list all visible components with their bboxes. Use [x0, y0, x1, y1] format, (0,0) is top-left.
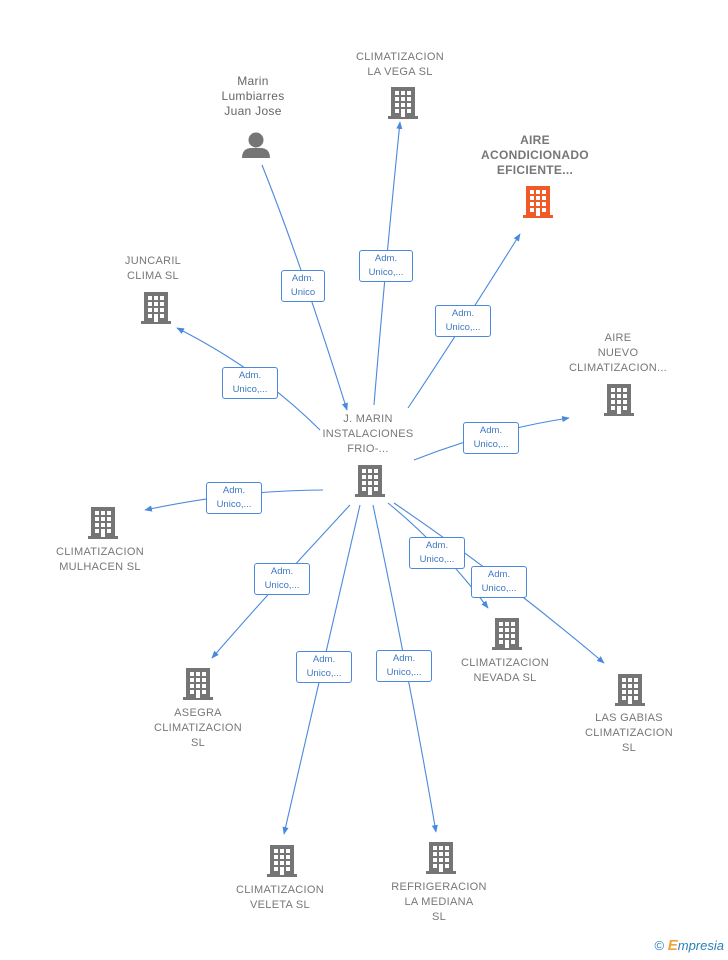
node-aire-nuevo-label[interactable]: AIRE NUEVO CLIMATIZACION...: [568, 332, 668, 374]
brand-logo-initial: E: [667, 937, 678, 954]
node-vega-label[interactable]: CLIMATIZACION LA VEGA SL: [355, 51, 445, 78]
node-nevada-label[interactable]: CLIMATIZACION NEVADA SL: [460, 657, 550, 684]
node-center-label[interactable]: J. MARIN INSTALACIONES FRIO-...: [322, 413, 414, 455]
edge-label-center-juncaril[interactable]: Adm. Unico,...: [222, 367, 278, 399]
building-icon[interactable]: [426, 842, 456, 874]
node-mulhacen-label[interactable]: CLIMATIZACION MULHACEN SL: [55, 546, 145, 573]
person-icon[interactable]: [242, 132, 270, 159]
building-icon[interactable]: [141, 292, 171, 324]
edge-label-person-center[interactable]: Adm. Unico: [281, 270, 325, 302]
node-asegra-label[interactable]: ASEGRA CLIMATIZACION SL: [153, 707, 243, 749]
edge-label-center-nevada[interactable]: Adm. Unico,...: [409, 537, 465, 569]
node-juncaril-label[interactable]: JUNCARIL CLIMA SL: [124, 255, 182, 282]
brand-logo-text: mpresia: [677, 938, 724, 953]
edge-label-center-mediana[interactable]: Adm. Unico,...: [376, 650, 432, 682]
edge-label-center-gabias[interactable]: Adm. Unico,...: [471, 566, 527, 598]
building-icon[interactable]: [355, 465, 385, 497]
edge-label-center-vega[interactable]: Adm. Unico,...: [359, 250, 413, 282]
building-icon[interactable]: [492, 618, 522, 650]
node-gabias-label[interactable]: LAS GABIAS CLIMATIZACION SL: [584, 712, 674, 754]
building-icon[interactable]: [615, 674, 645, 706]
node-mediana-label[interactable]: REFRIGERACION LA MEDIANA SL: [391, 881, 487, 923]
building-icon[interactable]: [604, 384, 634, 416]
edge-label-center-asegra[interactable]: Adm. Unico,...: [254, 563, 310, 595]
edge-label-center-aire-nuevo[interactable]: Adm. Unico,...: [463, 422, 519, 454]
building-icon[interactable]: [388, 87, 418, 119]
edge-label-center-veleta[interactable]: Adm. Unico,...: [296, 651, 352, 683]
copyright-symbol: ©: [654, 938, 665, 953]
footer-watermark: © Empresia: [655, 937, 724, 954]
edge-label-center-aire-acond[interactable]: Adm. Unico,...: [435, 305, 491, 337]
building-icon[interactable]: [88, 507, 118, 539]
node-aire-acond-label[interactable]: AIRE ACONDICIONADO EFICIENTE...: [481, 133, 589, 177]
edge-label-center-mulhacen[interactable]: Adm. Unico,...: [206, 482, 262, 514]
node-veleta-label[interactable]: CLIMATIZACION VELETA SL: [235, 884, 325, 911]
building-icon[interactable]: [267, 845, 297, 877]
building-icon[interactable]: [523, 186, 553, 218]
node-person-label[interactable]: Marin Lumbiarres Juan Jose: [221, 74, 285, 118]
building-icon[interactable]: [183, 668, 213, 700]
